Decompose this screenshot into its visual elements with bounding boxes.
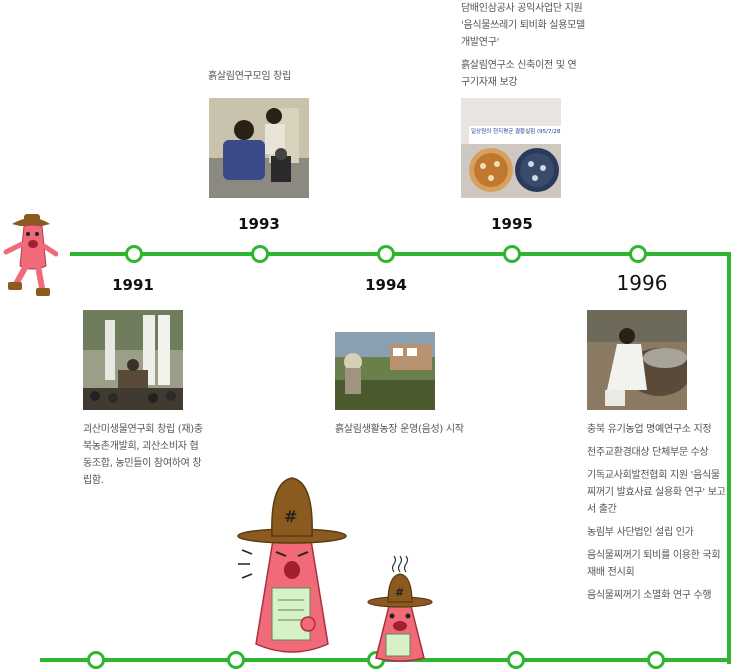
event-1996-item-5: 음식물찌꺼기 퇴비를 이용한 국회재배 전시회	[587, 550, 721, 578]
petri-dish-label: 일상원의 현지평균 결황실험 (95/7/28)	[471, 127, 561, 135]
mascot-large-icon: #	[237, 477, 347, 653]
mascot-small-icon: #	[367, 555, 433, 662]
photo-1996-soil-research	[587, 310, 687, 410]
timeline-node-1993	[251, 245, 269, 263]
event-1996-item-4: 농림부 사단법인 설립 인가	[587, 527, 694, 538]
timeline-upper-line	[70, 252, 731, 256]
year-1994: 1994	[365, 276, 407, 294]
timeline-node-1994	[377, 245, 395, 263]
year-1991: 1991	[112, 276, 154, 294]
event-1996: 충북 유기농업 명예연구소 지정 천주교환경대상 단체부문 수상 기독교사회발전…	[587, 421, 727, 610]
mascot-small-hat-mark: #	[395, 586, 404, 599]
timeline-node-1995	[503, 245, 521, 263]
mascot-large: #	[236, 474, 348, 664]
event-1996-item-2: 천주교환경대상 단체부문 수상	[587, 447, 709, 458]
photo-1991-ceremony	[83, 310, 183, 410]
year-1995: 1995	[491, 215, 533, 233]
photo-1994-farm	[335, 332, 435, 410]
event-1991: 괴산미생물연구회 창립 (재)충북농촌개발회, 괴산소비자 협동조합, 농민들이…	[83, 421, 205, 495]
timeline-node-1996	[629, 245, 647, 263]
event-1996-item-1: 충북 유기농업 명예연구소 지정	[587, 424, 712, 435]
running-character-icon	[3, 214, 59, 296]
year-1993: 1993	[238, 215, 280, 233]
timeline-right-connector	[727, 252, 731, 664]
event-1991-text: 괴산미생물연구회 창립 (재)충북농촌개발회, 괴산소비자 협동조합, 농민들이…	[83, 424, 203, 486]
event-1995-item-1: 담배인삼공사 공익사업단 지원 '음식물쓰레기 퇴비화 실용모델 개발연구'	[461, 3, 585, 48]
event-1996-item-3: 기독교사회발전협회 지원 '음식물찌꺼기 발효사료 실용화 연구' 보고서 출간	[587, 470, 726, 515]
running-character	[2, 210, 59, 300]
year-1996: 1996	[616, 271, 668, 295]
event-1994-text: 흙살림생활농장 운영(음성) 시작	[335, 424, 464, 435]
event-1993: 흙살림연구모임 창립	[208, 68, 328, 91]
event-1994: 흙살림생활농장 운영(음성) 시작	[335, 421, 465, 444]
timeline-node-1991	[125, 245, 143, 263]
timeline-node-lower	[87, 651, 105, 669]
event-1993-text: 흙살림연구모임 창립	[208, 71, 291, 82]
event-1996-item-6: 음식물찌꺼기 소멸화 연구 수행	[587, 590, 712, 601]
timeline-node-lower	[647, 651, 665, 669]
photo-1993-lab	[209, 98, 309, 198]
event-1995: 담배인삼공사 공익사업단 지원 '음식물쓰레기 퇴비화 실용모델 개발연구' 흙…	[461, 0, 585, 97]
mascot-large-hat-mark: #	[284, 507, 297, 526]
mascot-small: #	[366, 552, 434, 664]
event-1995-item-2: 흙살림연구소 신축이전 및 연구기자재 보강	[461, 60, 577, 88]
timeline-node-lower	[507, 651, 525, 669]
photo-1995-petri-dishes: 일상원의 현지평균 결황실험 (95/7/28)	[461, 98, 561, 198]
